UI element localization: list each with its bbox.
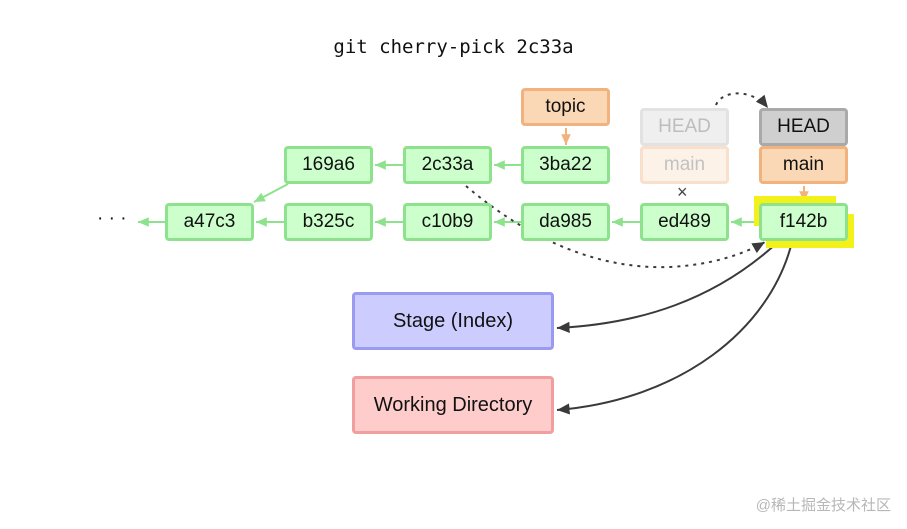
stage-index-box: Stage (Index) [352,292,554,350]
diagram-title: git cherry-pick 2c33a [333,36,574,58]
parent-link-169a6 [253,183,289,203]
commit-ed489: ed489 [640,203,729,241]
head-previous: HEAD [640,108,729,146]
moved-marker-icon: × [677,182,688,202]
branch-topic: topic [521,88,610,126]
commit-3ba22: 3ba22 [521,146,610,184]
commit-a47c3: a47c3 [165,203,254,241]
branch-main-previous: main [640,146,729,184]
watermark: @稀土掘金技术社区 [755,497,891,514]
commit-b325c: b325c [284,203,373,241]
commit-c10b9: c10b9 [403,203,492,241]
cherry-pick-copy-arrow [465,185,766,269]
working-directory-box: Working Directory [352,376,554,434]
branch-main-current: main [759,146,848,184]
history-ellipsis: · · · [97,208,127,229]
head-move-arrow [715,92,769,109]
commit-da985: da985 [521,203,610,241]
commit-2c33a: 2c33a [403,146,492,184]
workdir-update-arrow [556,241,793,415]
head-current: HEAD [759,108,848,146]
stage-update-arrow [556,241,779,333]
commit-f142b: f142b [759,203,848,241]
commit-169a6: 169a6 [284,146,373,184]
